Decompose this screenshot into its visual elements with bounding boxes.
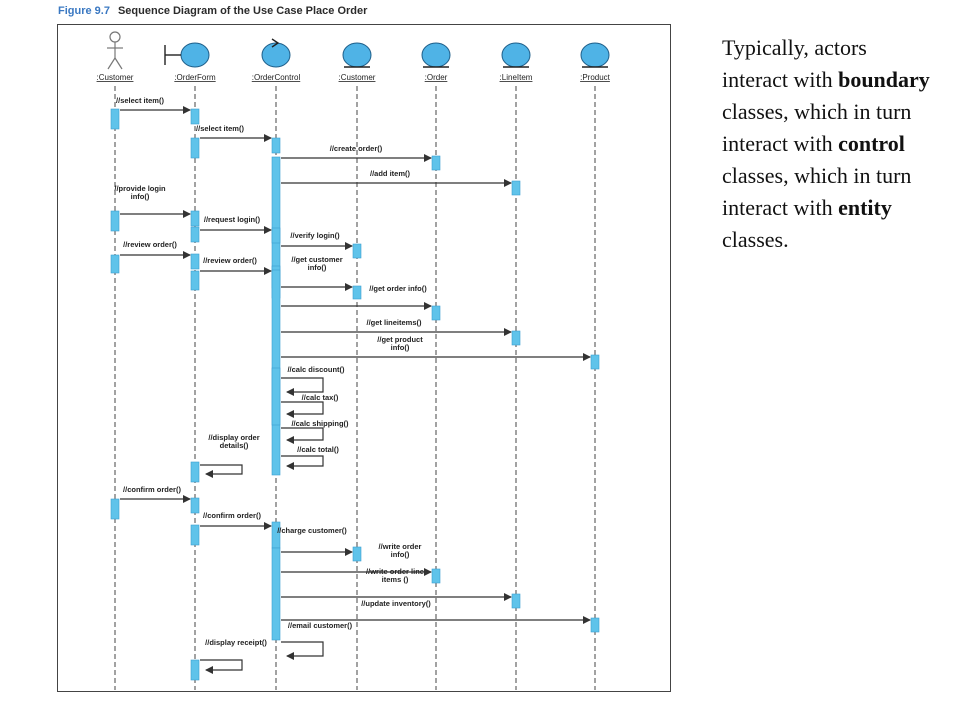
message-label: //display receipt() <box>205 638 267 647</box>
explanation-part-1: Typically, actors interact with <box>722 35 867 92</box>
self-message-arrow <box>281 455 324 470</box>
sequence-diagram: :Customer :OrderForm :OrderControl :Custome… <box>97 31 611 690</box>
message-label: //charge customer() <box>277 526 347 535</box>
message-label: //select item() <box>116 96 164 105</box>
activation-bar <box>110 108 120 130</box>
message-label: //review order() <box>203 256 257 265</box>
lifeline-name: :OrderForm <box>174 73 216 82</box>
lifeline-name: :Customer <box>339 73 376 82</box>
message-label: //request login() <box>204 215 261 224</box>
activation-bar <box>431 568 441 584</box>
activation-bar <box>431 305 441 321</box>
self-message-arrow <box>281 427 324 444</box>
activation-bar <box>190 659 200 681</box>
entity-icon <box>421 42 451 68</box>
activation-bar <box>190 108 200 125</box>
activation-bar <box>511 593 521 609</box>
activation-bar <box>431 155 441 171</box>
diagram-frame <box>57 24 671 692</box>
explanation-text: Typically, actors interact with boundary… <box>722 32 932 256</box>
activation-bar <box>511 180 521 196</box>
entity-icon <box>580 42 610 68</box>
message-label: //calc shipping() <box>291 419 349 428</box>
figure-number: Figure 9.7 <box>58 5 110 17</box>
self-message-arrow <box>200 659 243 674</box>
lifeline-name: :Order <box>425 73 448 82</box>
activation-bar <box>190 497 200 514</box>
activation-bar <box>110 210 120 232</box>
term-entity: entity <box>838 195 892 220</box>
explanation-part-2: classes, which in turn interact with <box>722 99 912 156</box>
activation-bar <box>190 270 200 291</box>
activation-bar <box>271 547 281 641</box>
message-label: //calc total() <box>297 445 339 454</box>
activation-bar <box>190 524 200 546</box>
message-label: //email customer() <box>288 621 353 630</box>
lifeline-name: :Product <box>580 73 611 82</box>
term-control: control <box>838 131 905 156</box>
activation-bar <box>190 226 200 243</box>
activation-bar <box>190 137 200 159</box>
self-message-arrow <box>200 464 243 478</box>
lifeline-name: :Customer <box>97 73 134 82</box>
control-arrow <box>271 38 280 48</box>
activation-bar <box>271 227 281 244</box>
activation-bar <box>190 461 200 483</box>
message-label: //get order info() <box>369 284 427 293</box>
figure-title: Sequence Diagram of the Use Case Place O… <box>117 5 368 17</box>
message-label: //review order() <box>123 240 177 249</box>
self-message-arrow <box>281 641 324 660</box>
control-icon <box>261 42 291 68</box>
activation-bar <box>271 137 281 154</box>
message-label: //select item() <box>196 124 244 133</box>
explanation-part-4: classes. <box>722 227 789 252</box>
explanation-part-3: classes, which in turn interact with <box>722 163 912 220</box>
figure-caption: Figure 9.7 Sequence Diagram of the Use Ca… <box>58 5 367 17</box>
activation-bar <box>352 546 362 562</box>
activation-bar <box>110 498 120 520</box>
actor-leg-left <box>107 57 116 70</box>
self-message-arrow <box>281 377 324 396</box>
message-label: //update inventory() <box>361 599 431 608</box>
message-label: //confirm order() <box>203 511 261 520</box>
actor-leg-right <box>114 57 123 70</box>
activation-bar <box>590 617 600 633</box>
activation-bar <box>190 210 200 227</box>
message-label: //add item() <box>370 169 411 178</box>
message-label: //create order() <box>330 144 383 153</box>
message-label: //verify login() <box>290 231 340 240</box>
term-boundary: boundary <box>838 67 930 92</box>
activation-bar <box>590 354 600 370</box>
message-label: //confirm order() <box>123 485 181 494</box>
activation-bar <box>110 254 120 274</box>
actor-icon <box>109 31 121 43</box>
activation-bar <box>511 330 521 346</box>
message-label: //calc discount() <box>287 365 345 374</box>
activation-bar <box>190 253 200 270</box>
lifeline-name: :LineItem <box>500 73 533 82</box>
entity-icon <box>501 42 531 68</box>
lifeline-name: :OrderControl <box>252 73 301 82</box>
self-message-arrow <box>281 401 324 418</box>
entity-icon <box>342 42 372 68</box>
boundary-icon <box>180 42 210 68</box>
message-label: //calc tax() <box>302 393 339 402</box>
activation-bar <box>352 243 362 259</box>
activation-bar <box>271 367 281 426</box>
message-label: //get lineitems() <box>366 318 422 327</box>
activation-bar <box>352 285 362 300</box>
